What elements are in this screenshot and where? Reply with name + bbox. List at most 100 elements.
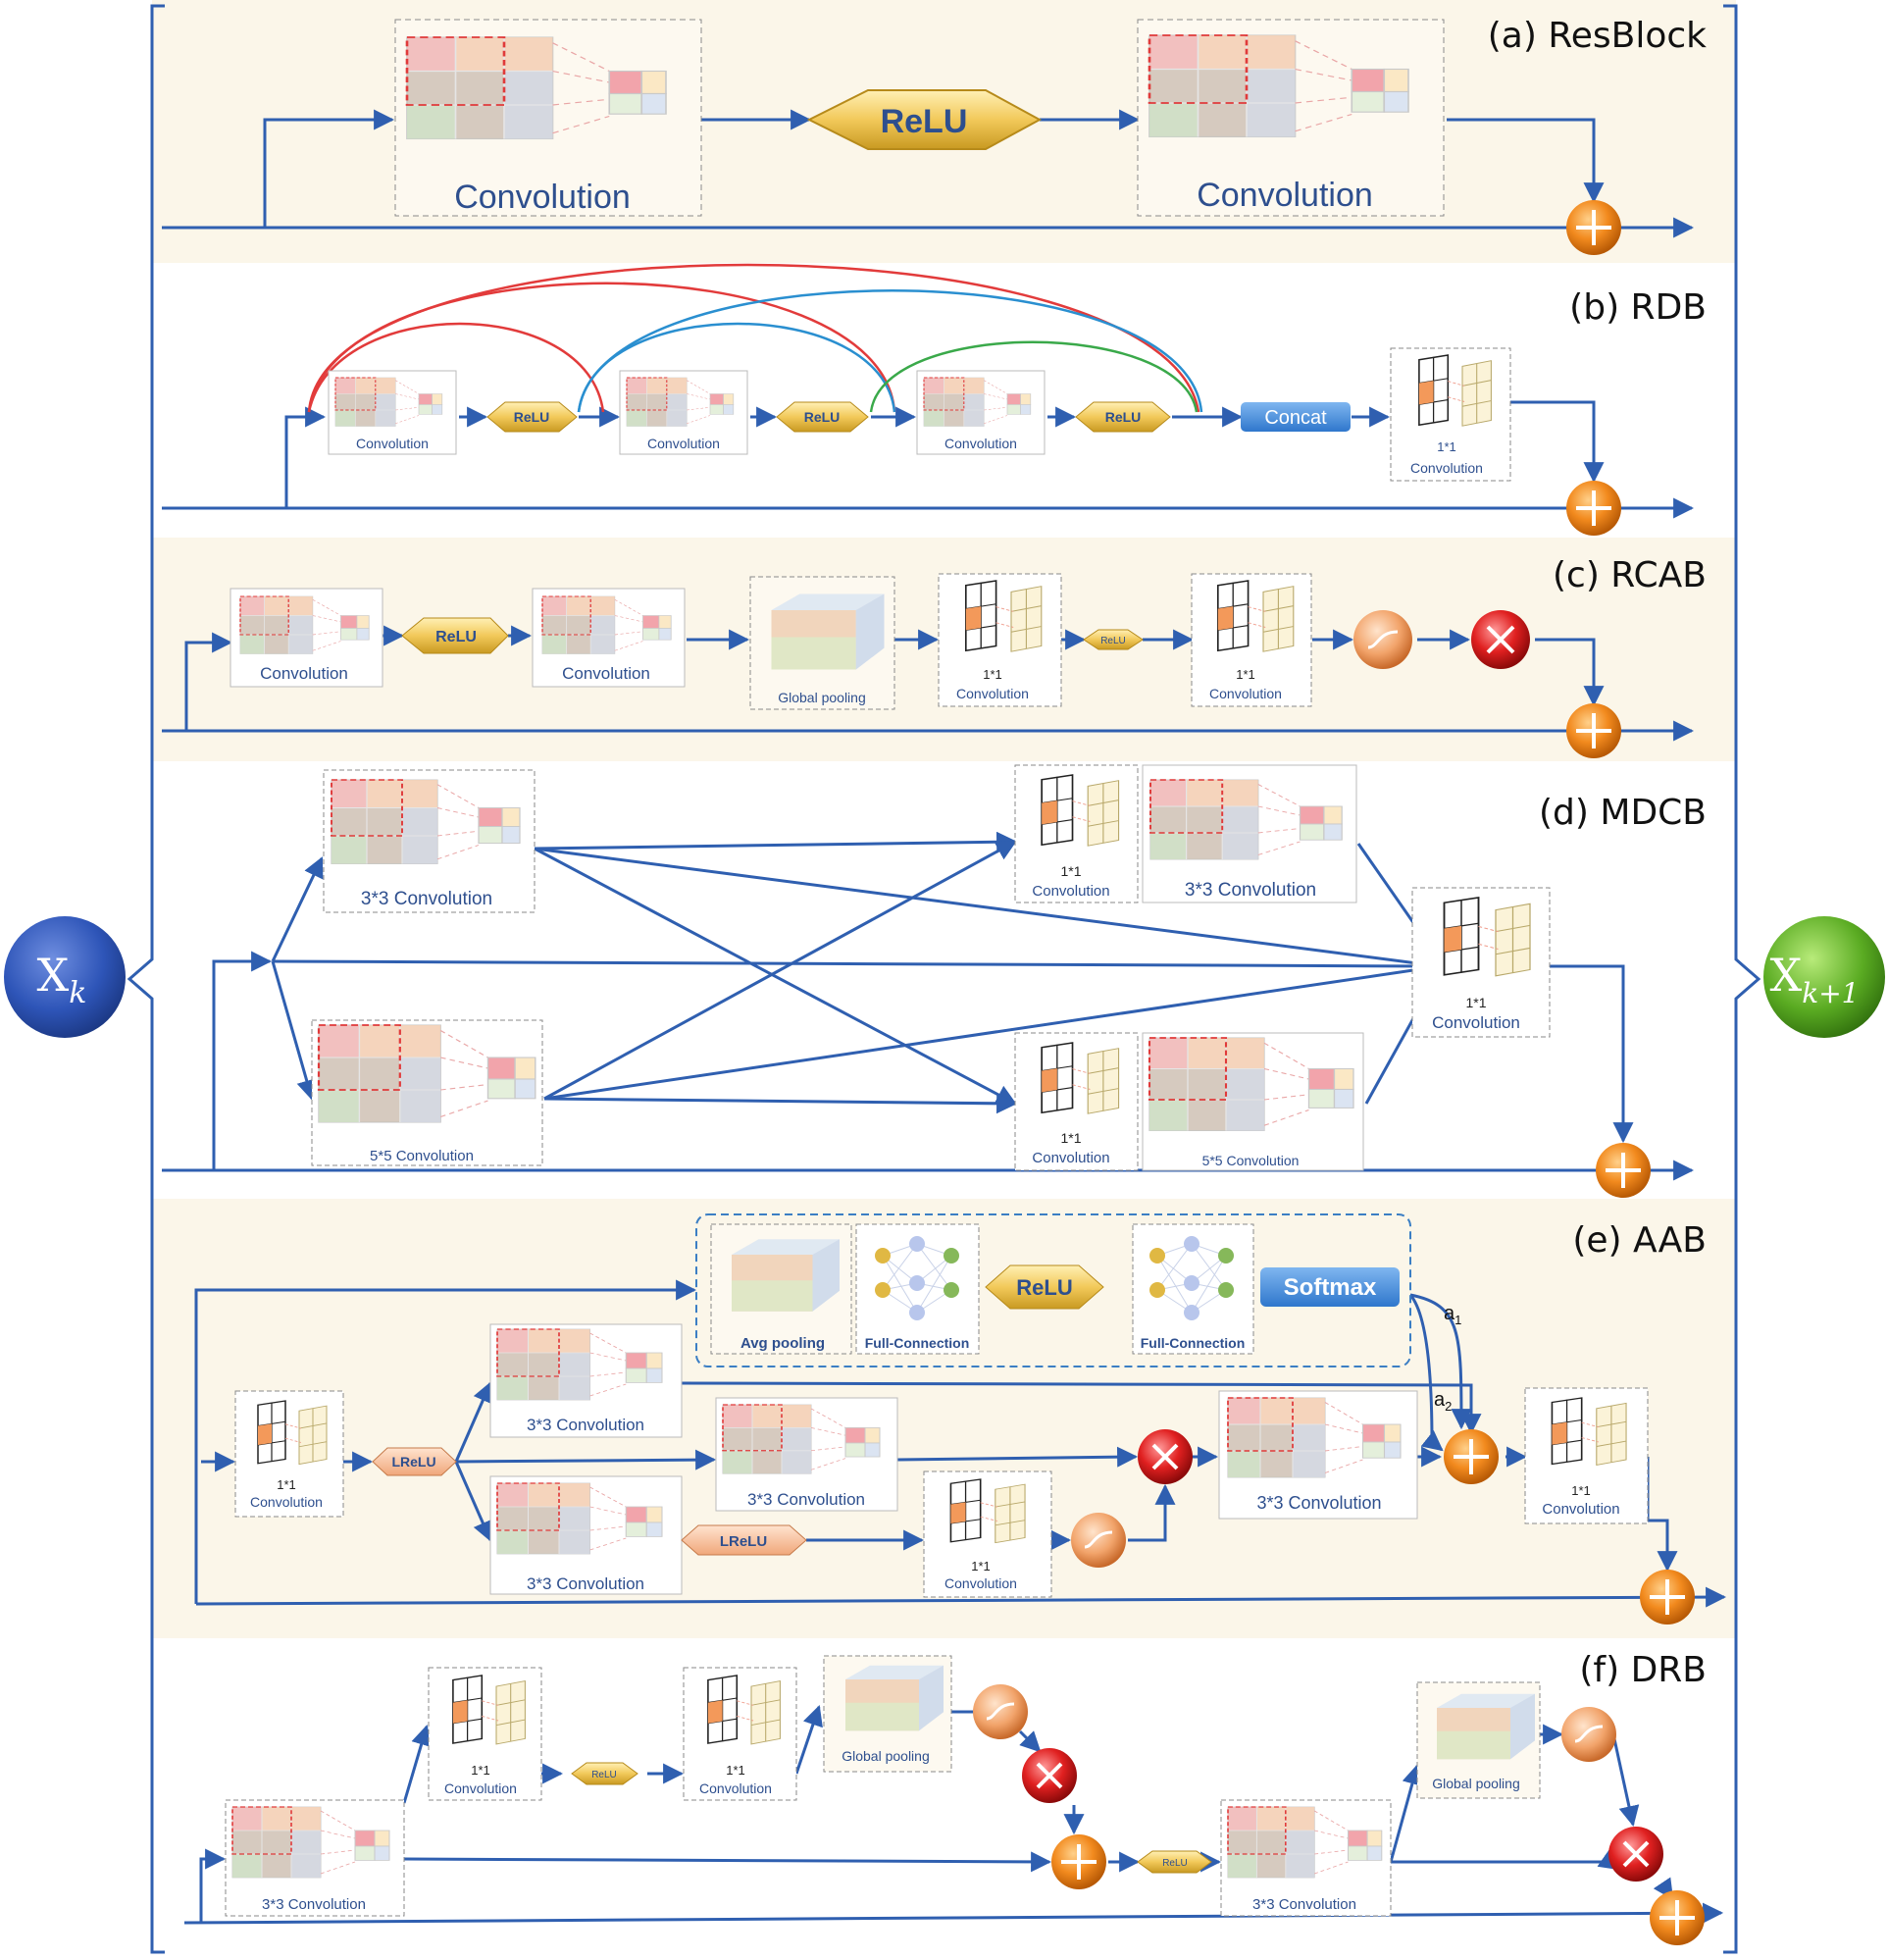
conv-box-c1: Convolution xyxy=(230,588,383,688)
conv-box-b2: Convolution xyxy=(619,370,748,455)
conv55-box-d1: 5*5 Convolution xyxy=(311,1019,543,1166)
panel-aab: (e) AAB Avg pooling xyxy=(194,1213,1727,1625)
lrelu-diamond-e2: LReLU xyxy=(681,1524,807,1556)
svg-text:Convolution: Convolution xyxy=(444,1780,517,1796)
svg-text:1*1: 1*1 xyxy=(983,667,1002,682)
svg-text:Softmax: Softmax xyxy=(1284,1274,1377,1301)
svg-text:3*3 Convolution: 3*3 Convolution xyxy=(361,889,492,909)
svg-text:1*1: 1*1 xyxy=(1571,1483,1591,1498)
svg-text:Convolution: Convolution xyxy=(356,436,429,451)
add-icon-b xyxy=(1566,481,1621,536)
conv33-box-e-bot: 3*3 Convolution xyxy=(489,1475,683,1595)
svg-text:1*1: 1*1 xyxy=(1437,439,1456,454)
multiply-icon-c xyxy=(1471,610,1530,669)
svg-text:ReLU: ReLU xyxy=(1016,1275,1072,1300)
svg-text:LReLU: LReLU xyxy=(391,1454,435,1470)
relu-diamond-e: ReLU xyxy=(985,1264,1104,1310)
sigmoid-icon-c xyxy=(1353,610,1412,669)
sigmoid-icon-e xyxy=(1071,1513,1126,1568)
svg-text:Convolution: Convolution xyxy=(1542,1501,1619,1518)
svg-text:Global pooling: Global pooling xyxy=(1432,1776,1520,1791)
avgpool-box-e: Avg pooling xyxy=(710,1223,852,1355)
svg-text:Convolution: Convolution xyxy=(1432,1013,1520,1032)
svg-text:5*5 Convolution: 5*5 Convolution xyxy=(370,1148,474,1164)
svg-text:ReLU: ReLU xyxy=(1100,636,1126,646)
multiply-icon-f1 xyxy=(1022,1748,1077,1803)
svg-text:Convolution: Convolution xyxy=(260,664,348,683)
panel-f-title: (f) DRB xyxy=(1579,1650,1707,1690)
sigmoid-icon-f1 xyxy=(973,1684,1028,1739)
svg-text:3*3 Convolution: 3*3 Convolution xyxy=(262,1896,366,1913)
svg-text:1*1: 1*1 xyxy=(726,1763,745,1778)
svg-text:Convolution: Convolution xyxy=(250,1494,323,1510)
svg-text:3*3 Convolution: 3*3 Convolution xyxy=(1185,880,1316,901)
svg-text:Convolution: Convolution xyxy=(1209,686,1282,701)
svg-text:1*1: 1*1 xyxy=(1465,995,1486,1010)
conv33-box-f2: 3*3 Convolution xyxy=(1220,1799,1392,1917)
pool-box-f1: Global pooling xyxy=(823,1655,952,1773)
panel-mdcb: (d) MDCB 3*3 Convolution 5*5 Convolution… xyxy=(162,764,1707,1198)
svg-text:1*1: 1*1 xyxy=(1236,667,1255,682)
lrelu-diamond-e1: LReLU xyxy=(372,1447,457,1476)
add-icon-a xyxy=(1566,200,1621,255)
svg-text:Full-Connection: Full-Connection xyxy=(1141,1335,1246,1351)
svg-text:Global pooling: Global pooling xyxy=(842,1748,930,1764)
relu-diamond-a: ReLU xyxy=(806,89,1043,150)
svg-text:1*1: 1*1 xyxy=(971,1559,991,1573)
add-icon-e2 xyxy=(1640,1570,1695,1625)
attention-group xyxy=(695,1213,1411,1367)
svg-text:Convolution: Convolution xyxy=(944,1575,1017,1591)
weight-a2: a2 xyxy=(1434,1389,1452,1414)
relu-diamond-f1: ReLU xyxy=(571,1762,638,1785)
softmax-button: Softmax xyxy=(1260,1267,1400,1307)
svg-text:ReLU: ReLU xyxy=(514,409,550,425)
svg-text:Convolution: Convolution xyxy=(1032,1150,1109,1166)
panel-b-title: (b) RDB xyxy=(1569,287,1707,328)
svg-text:5*5 Convolution: 5*5 Convolution xyxy=(1202,1153,1300,1168)
panel-resblock: (a) ResBlock Convolution ReLU Convolutio… xyxy=(162,16,1707,255)
relu-label-a: ReLU xyxy=(881,103,968,140)
svg-text:1*1: 1*1 xyxy=(277,1477,296,1492)
panel-rcab: (c) RCAB Convolution ReLU Convolution Gl… xyxy=(162,555,1707,758)
fc-box-e1: Full-Connection xyxy=(855,1223,980,1355)
input-node-label: Xk xyxy=(37,949,87,1010)
svg-text:ReLU: ReLU xyxy=(435,629,477,645)
relu-diamond-b2: ReLU xyxy=(776,401,869,433)
panel-e-title: (e) AAB xyxy=(1572,1220,1707,1261)
add-icon-f2 xyxy=(1650,1890,1705,1945)
relu-diamond-c1: ReLU xyxy=(401,617,509,654)
conv-label-a2: Convolution xyxy=(1197,177,1373,214)
svg-text:3*3 Convolution: 3*3 Convolution xyxy=(527,1574,644,1593)
conv33-box-e-right: 3*3 Convolution xyxy=(1218,1390,1418,1520)
pool-box-c: Global pooling xyxy=(749,576,895,710)
svg-text:Convolution: Convolution xyxy=(944,436,1017,451)
svg-text:Full-Connection: Full-Connection xyxy=(865,1335,970,1351)
relu-diamond-b3: ReLU xyxy=(1075,401,1171,433)
svg-text:3*3 Convolution: 3*3 Convolution xyxy=(527,1416,644,1434)
conv33-box-d1: 3*3 Convolution xyxy=(323,769,536,913)
conv-box-b1: Convolution xyxy=(328,370,457,455)
conv-label-a1: Convolution xyxy=(454,179,631,216)
svg-text:ReLU: ReLU xyxy=(591,1770,617,1780)
relu-diamond-f2: ReLU xyxy=(1137,1850,1212,1874)
conv-box-b3: Convolution xyxy=(916,370,1046,455)
svg-text:3*3 Convolution: 3*3 Convolution xyxy=(1252,1896,1356,1913)
svg-text:Convolution: Convolution xyxy=(1032,883,1109,900)
svg-text:LReLU: LReLU xyxy=(720,1533,767,1550)
multiply-icon-f2 xyxy=(1608,1827,1663,1882)
svg-text:1*1: 1*1 xyxy=(471,1763,490,1778)
output-node-label: Xk+1 xyxy=(1770,949,1860,1009)
svg-text:ReLU: ReLU xyxy=(804,409,841,425)
pool-box-f2: Global pooling xyxy=(1416,1681,1541,1799)
